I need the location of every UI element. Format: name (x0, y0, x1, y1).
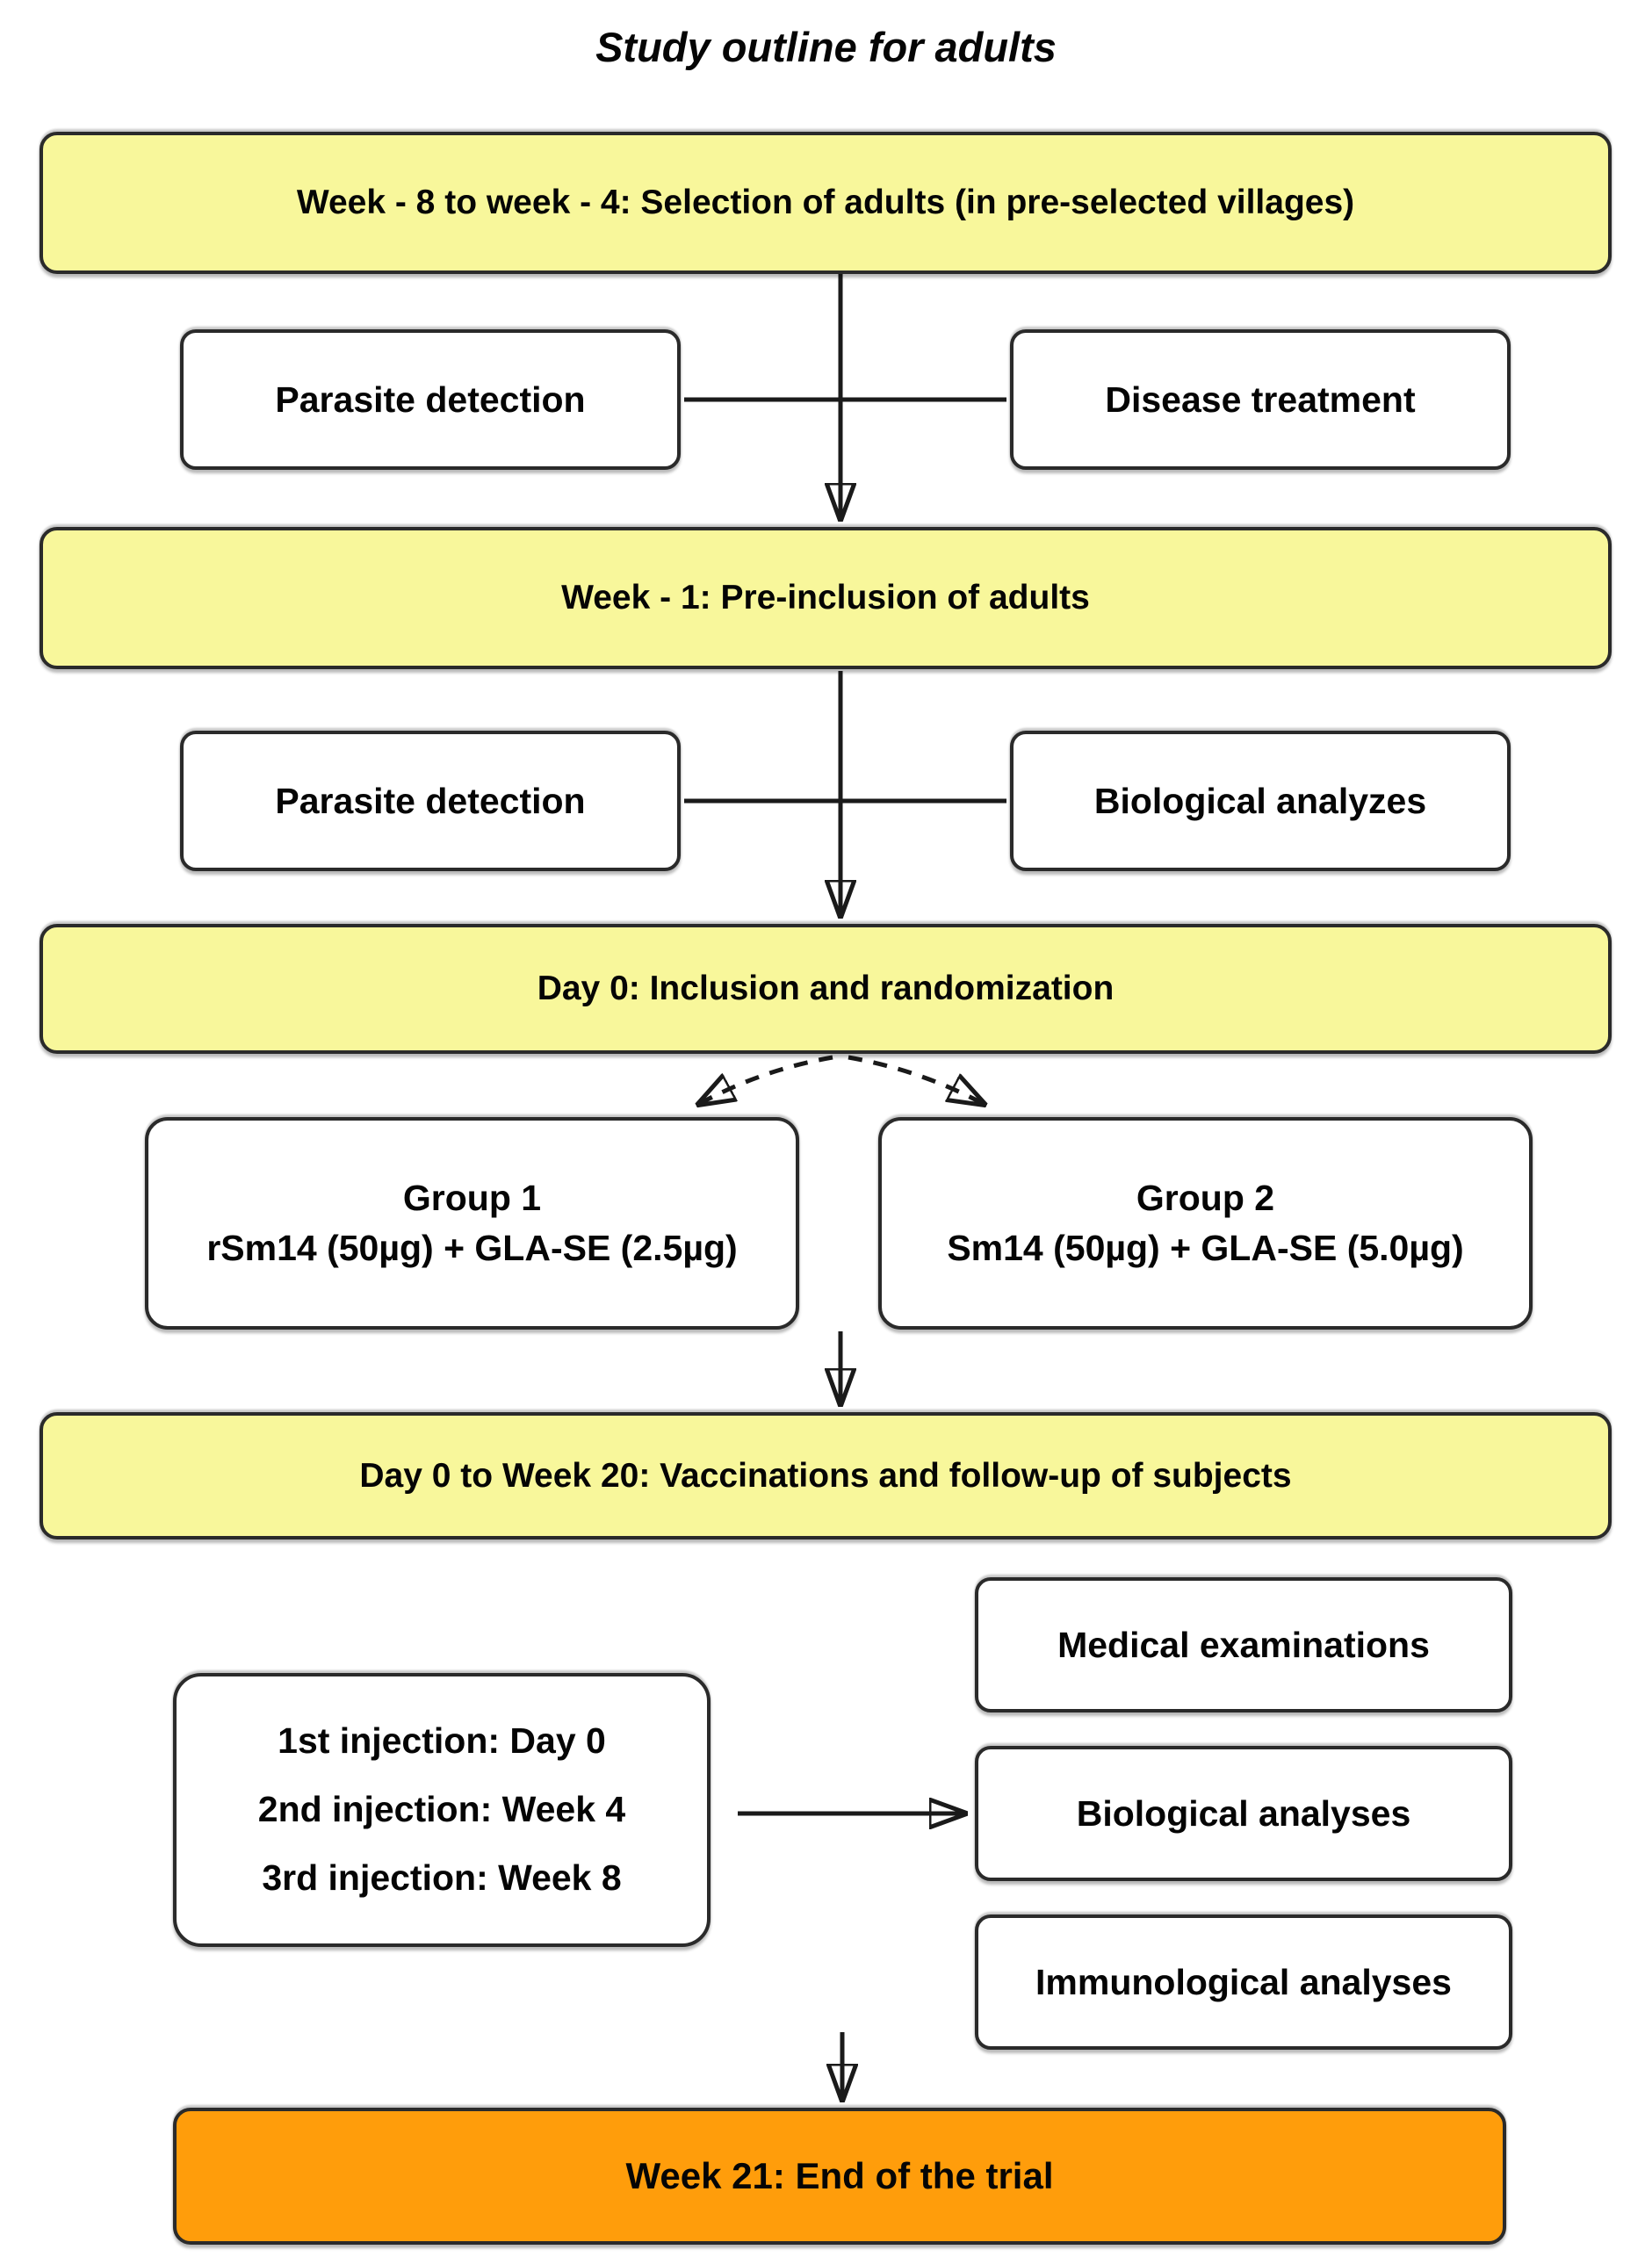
dashed-arrow-to-group2 (848, 1055, 982, 1103)
disease-treatment-box: Disease treatment (1010, 329, 1511, 470)
disease-treatment-label: Disease treatment (1105, 379, 1416, 420)
injections-schedule-box: 1st injection: Day 0 2nd injection: Week… (173, 1673, 711, 1947)
dashed-arrow-to-group1 (701, 1055, 833, 1103)
stage-vaccination-label: Day 0 to Week 20: Vaccinations and follo… (359, 1456, 1292, 1495)
group1-box: Group 1 rSm14 (50µg) + GLA-SE (2.5µg) (145, 1117, 799, 1330)
parasite-detection-box-1: Parasite detection (180, 329, 681, 470)
biological-analyzes-label: Biological analyzes (1093, 780, 1427, 821)
stage-end-of-trial-box: Week 21: End of the trial (173, 2108, 1506, 2245)
stage-inclusion-box: Day 0: Inclusion and randomization (40, 924, 1612, 1054)
diagram-title: Study outline for adults (595, 24, 1057, 70)
parasite-detection-box-2: Parasite detection (180, 731, 681, 871)
immunological-analyses-box: Immunological analyses (975, 1914, 1512, 2050)
injection-second-label: 2nd injection: Week 4 (257, 1789, 626, 1830)
stage-selection-box: Week - 8 to week - 4: Selection of adult… (40, 132, 1612, 274)
stage-vaccination-box: Day 0 to Week 20: Vaccinations and follo… (40, 1412, 1612, 1539)
stage-end-of-trial-label: Week 21: End of the trial (625, 2155, 1054, 2196)
injection-third-label: 3rd injection: Week 8 (262, 1857, 622, 1898)
biological-analyses-box: Biological analyses (975, 1746, 1512, 1881)
immunological-analyses-label: Immunological analyses (1035, 1961, 1452, 2002)
parasite-detection-label-1: Parasite detection (275, 379, 586, 420)
group1-regimen: rSm14 (50µg) + GLA-SE (2.5µg) (206, 1228, 738, 1268)
biological-analyzes-box: Biological analyzes (1010, 731, 1511, 871)
biological-analyses-label: Biological analyses (1076, 1792, 1411, 1834)
group2-title: Group 2 (1136, 1177, 1275, 1218)
medical-examinations-label: Medical examinations (1057, 1624, 1430, 1665)
stage-selection-label: Week - 8 to week - 4: Selection of adult… (296, 184, 1355, 221)
stage-preinclusion-label: Week - 1: Pre-inclusion of adults (561, 579, 1090, 616)
stage-inclusion-label: Day 0: Inclusion and randomization (537, 970, 1115, 1007)
group2-box: Group 2 Sm14 (50µg) + GLA-SE (5.0µg) (878, 1117, 1533, 1330)
medical-examinations-box: Medical examinations (975, 1577, 1512, 1712)
group1-title: Group 1 (402, 1177, 542, 1218)
parasite-detection-label-2: Parasite detection (275, 780, 586, 821)
injection-first-label: 1st injection: Day 0 (278, 1720, 606, 1762)
stage-preinclusion-box: Week - 1: Pre-inclusion of adults (40, 527, 1612, 669)
group2-regimen: Sm14 (50µg) + GLA-SE (5.0µg) (947, 1228, 1464, 1268)
